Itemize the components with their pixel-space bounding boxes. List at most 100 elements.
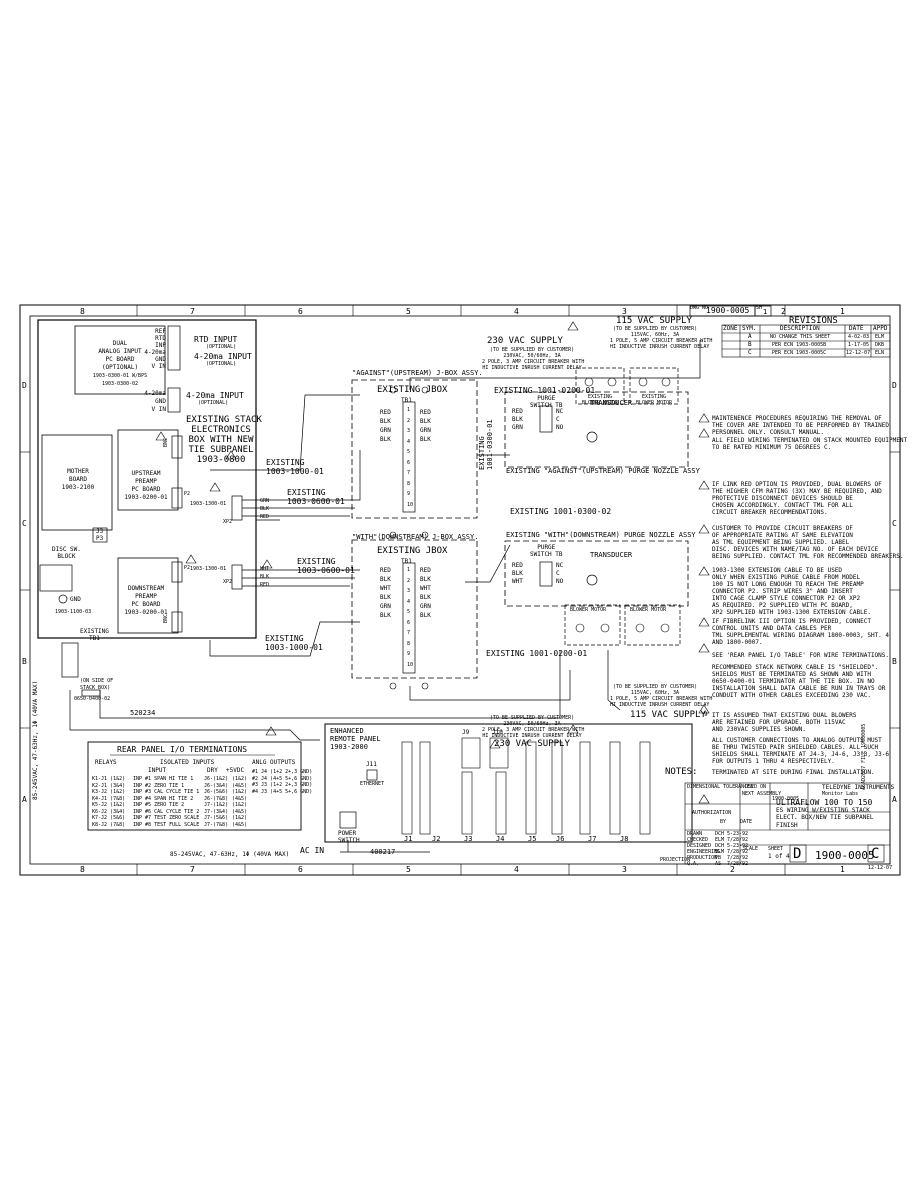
transducer-down xyxy=(586,574,598,586)
zone-bottom-8: 8 xyxy=(80,865,85,874)
rp-j8: J8 xyxy=(620,835,629,843)
downstream-board xyxy=(117,557,179,634)
note-2: ALL FIELD WIRING TERMINATED ON STACK MOU… xyxy=(712,437,908,451)
jbox-up-tb: TB1 xyxy=(401,397,412,404)
note-3: IF LINK RED OPTION IS PROVIDED, DUAL BLO… xyxy=(712,481,882,516)
existing-1001-0300-02: EXISTING 1001-0300-02 xyxy=(510,507,612,516)
blower-top-1 xyxy=(575,367,625,405)
note-9: IT IS ASSUMED THAT EXISTING DUAL BLOWERS… xyxy=(712,712,857,733)
rev-r3-sym: C xyxy=(748,349,752,356)
downstream-bnc xyxy=(171,611,183,633)
row-right-A: A xyxy=(892,795,897,804)
rev-h-sym: SYM. xyxy=(742,325,757,332)
supply-top-230: 230 VAC SUPPLY xyxy=(487,336,563,346)
jbox-up-heading: "AGAINST"(UPSTREAM) J-BOX ASSY. xyxy=(352,369,483,377)
stack-box xyxy=(37,319,257,639)
rev-r1-date: 4-02-03 xyxy=(848,334,870,340)
row-right-B: B xyxy=(892,657,897,666)
note-7: SEE 'REAR PANEL I/O TABLE' FOR WIRE TERM… xyxy=(712,652,890,659)
power-switch-box xyxy=(339,811,357,829)
zone-top-5: 5 xyxy=(406,307,411,316)
purge-down-transducer: TRANSDUCER xyxy=(590,551,633,559)
sheet-box xyxy=(754,305,772,317)
zone-bottom-2: 2 xyxy=(730,865,735,874)
io-col-5v: +5VDC xyxy=(226,767,245,774)
disc-sw-label: DISC SW.BLOCK xyxy=(52,546,81,560)
rev-h-desc: DESCRIPTION xyxy=(780,325,820,332)
tb-rev: C xyxy=(871,846,880,862)
blower-bot-1-label: BLOWER MOTOR xyxy=(570,607,607,613)
cable-up-label: 1903-1300-01 xyxy=(190,501,227,507)
rev-r1-desc: NO CHANGE THIS SHEET xyxy=(770,334,831,340)
revisions-table xyxy=(721,324,891,358)
jbox-down-tb: TB1 xyxy=(401,558,412,565)
zone-top-7: 7 xyxy=(190,307,195,316)
io-relays: K1-J1 (1&2)K2-J1 (3&4)K3-J2 (1&2)K4-J1 (… xyxy=(92,776,126,828)
rp-j3: J3 xyxy=(464,835,473,843)
supply-top-115-note: (TO BE SUPPLIED BY CUSTOMER)115VAC, 60Hz… xyxy=(610,326,713,350)
notes-heading: NOTES: xyxy=(665,767,698,777)
io-col-isolated: ISOLATED INPUTS xyxy=(160,759,215,766)
zone-bottom-6: 6 xyxy=(298,865,303,874)
rev-r3-appd: ELN xyxy=(875,350,885,356)
downstream-p2 xyxy=(171,561,183,583)
supply-top-115: 115 VAC SUPPLY xyxy=(616,316,692,326)
disc-sw-block xyxy=(39,564,73,592)
cable-520234: 520234 xyxy=(130,709,156,717)
io-dry: J6-(1&2)J6-(3&4)J6-(5&6)J6-(7&8) J7-(1&2… xyxy=(204,776,229,828)
tb-projection: PROJECTION xyxy=(660,857,691,863)
row-right-D: D xyxy=(892,381,897,390)
tb-company-sub: Monitor Labs xyxy=(822,791,859,797)
tb-title-1: ULTRAFLOW 100 TO 150 xyxy=(776,798,873,807)
note-10: ALL CUSTOMER CONNECTIONS TO ANALOG OUTPU… xyxy=(712,737,890,765)
existing-1001-0200-top: EXISTING 1001-0200-01 xyxy=(494,386,596,395)
jbox-up-title: EXISTING JBOX xyxy=(377,385,448,395)
row-left-A: A xyxy=(22,795,27,804)
zone-bottom-4: 4 xyxy=(514,865,519,874)
cable-down-label: 1903-1300-01 xyxy=(190,566,227,572)
purge-down-switch xyxy=(539,561,553,587)
tb-finish: FINISH xyxy=(776,822,798,829)
jbox-up-outer xyxy=(351,379,478,519)
io-col-dry: DRY xyxy=(207,767,218,774)
bnc-down: BNC xyxy=(163,613,170,624)
title-block xyxy=(684,782,891,865)
note-8: RECOMMENDED STACK NETWORK CABLE IS "SHIE… xyxy=(712,664,886,699)
bnc-up: BNC xyxy=(163,437,170,448)
tb-assy-no: 1900-0005 xyxy=(772,796,800,802)
zone-top-4: 4 xyxy=(514,307,519,316)
upstream-bnc xyxy=(171,435,183,459)
io-table-box xyxy=(87,741,302,831)
xp2-down xyxy=(231,564,243,590)
supply-bot-230: 230 VAC SUPPLY xyxy=(494,739,570,749)
tb-title-2: ES WIRING W/EXISTING STACK xyxy=(776,807,870,814)
xp2-up xyxy=(231,495,243,521)
dwg-no-top: 1900-0005 xyxy=(706,306,750,315)
zone-top-6: 6 xyxy=(298,307,303,316)
jbox-down-title: EXISTING JBOX xyxy=(377,546,448,556)
io-col-relays: RELAYS xyxy=(95,759,117,766)
tb-by: BY xyxy=(720,819,727,825)
rp-j2: J2 xyxy=(432,835,441,843)
rp-j1: J1 xyxy=(404,835,413,843)
existing-1001-0200-bot: EXISTING 1001-0200-01 xyxy=(486,649,588,658)
revisions-title: REVISIONS xyxy=(789,316,838,326)
zone-top-1: 1 xyxy=(840,307,845,316)
